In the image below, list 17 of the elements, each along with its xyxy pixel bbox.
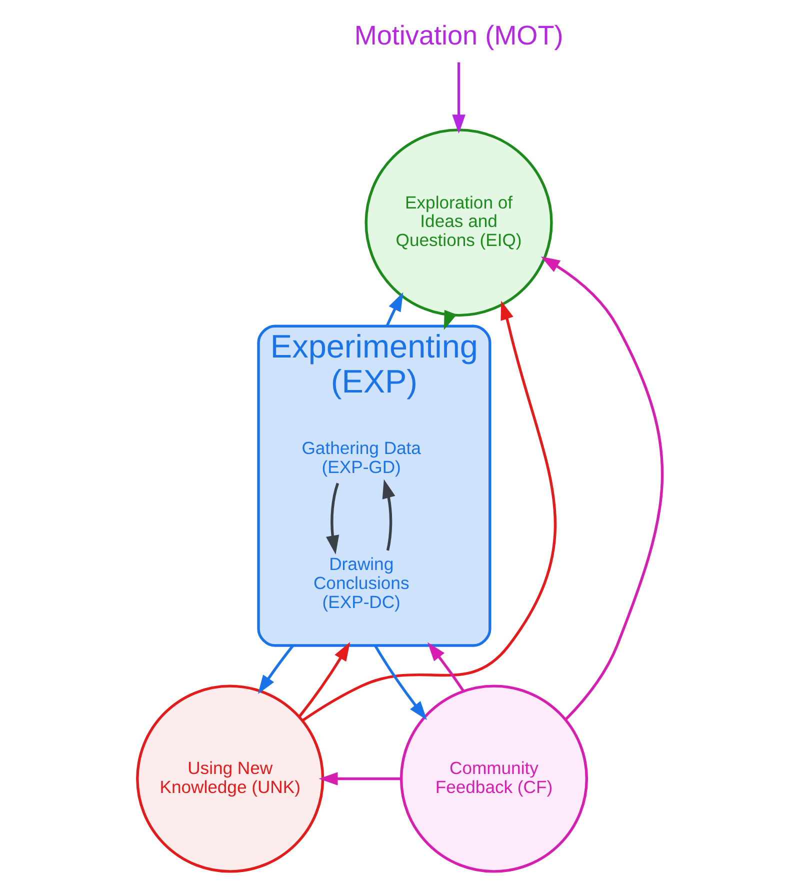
arrow (444, 310, 457, 330)
arrow (318, 772, 402, 786)
arrow (540, 256, 664, 720)
arrow (428, 642, 465, 692)
node-text: Motivation (MOT) (354, 20, 564, 51)
arrow (386, 292, 404, 327)
arrow (374, 644, 427, 720)
arrow (298, 642, 350, 718)
node-text: Drawing Conclusions (EXP-DC) (313, 554, 410, 612)
arrow (302, 300, 556, 722)
arrow (258, 644, 294, 694)
node-circle: Using New Knowledge (UNK) (136, 684, 324, 873)
arrow (382, 479, 396, 551)
arrow (452, 62, 466, 134)
arrow (326, 482, 340, 554)
node-text: Gathering Data (EXP-GD) (302, 438, 421, 477)
node-circle: Community Feedback (CF) (400, 684, 588, 873)
